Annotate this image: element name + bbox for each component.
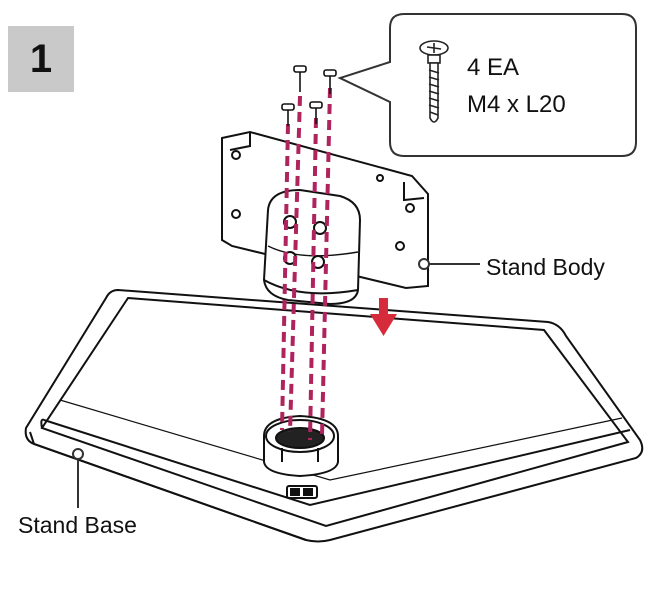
screw-quantity: 4 EA <box>467 54 520 81</box>
screws <box>281 65 337 126</box>
screw-paths <box>280 87 332 441</box>
stand-base-drawing <box>24 288 644 543</box>
stand-base-label: Stand Base <box>18 512 137 538</box>
step-number-badge: 1 <box>8 26 74 92</box>
insert-direction-arrow <box>370 298 397 336</box>
leader-lines <box>72 258 480 508</box>
screw-icon <box>419 40 449 123</box>
step-number: 1 <box>29 36 53 81</box>
stand-body-drawing <box>221 130 429 306</box>
stand-base-socket <box>263 414 339 478</box>
screw-callout-bubble <box>337 13 637 157</box>
stand-body-label: Stand Body <box>486 254 605 280</box>
screw-spec: M4 x L20 <box>467 91 566 118</box>
